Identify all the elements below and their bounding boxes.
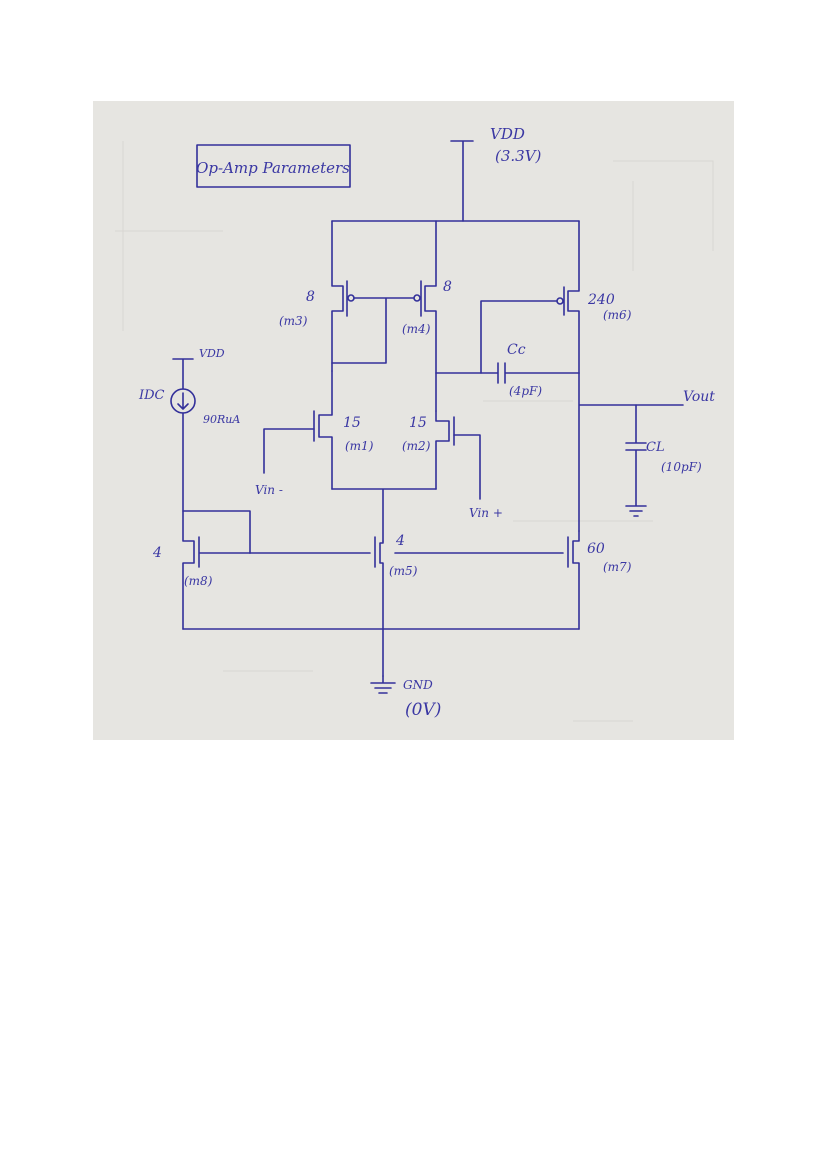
transistor-m7: 60 (m7) [567, 530, 632, 630]
output-node: Vout [578, 372, 715, 532]
m4-name: (m4) [402, 322, 431, 336]
idc-name: IDC [138, 388, 165, 403]
transistor-m3: 8 (m3) [279, 220, 355, 372]
vdd-value: (3.3V) [495, 147, 542, 165]
cl-name: CL [646, 440, 665, 455]
m1-name: (m1) [345, 439, 374, 453]
idc-value: 90RuA [203, 413, 240, 426]
m8-size: 4 [152, 545, 162, 561]
title-box: Op-Amp Parameters [196, 144, 351, 188]
vout-label: Vout [683, 389, 715, 405]
m8-name: (m8) [184, 574, 213, 588]
m3-name: (m3) [279, 314, 308, 328]
m4-size: 8 [443, 279, 452, 295]
capacitor-cc: Cc (4pF) [435, 342, 580, 398]
m7-name: (m7) [603, 560, 632, 574]
m3-size: 8 [306, 289, 315, 305]
page-title: Op-Amp Parameters [196, 159, 350, 177]
vdd-label: VDD [490, 125, 525, 143]
transistor-m2: 15 (m2) Vin + [402, 410, 503, 520]
m7-size: 60 [587, 541, 605, 557]
paper-show-through [115, 141, 714, 722]
transistor-m5: 4 (m5) [374, 533, 418, 677]
m2-size: 15 [409, 415, 427, 431]
vin-pos-label: Vin + [469, 506, 503, 520]
gnd-label: GND [403, 678, 433, 692]
transistor-m8: 4 (m8) [152, 510, 251, 630]
transistor-m1: 15 (m1) Vin - [255, 370, 374, 497]
opamp-schematic: Op-Amp Parameters VDD (3.3V) 8 (m3) 8 (m… [115, 125, 715, 722]
schematic-photo: Op-Amp Parameters VDD (3.3V) 8 (m3) 8 (m… [93, 101, 734, 740]
transistor-m4: 8 (m4) [402, 220, 452, 412]
idc-supply-label: VDD [199, 347, 225, 360]
cc-name: Cc [507, 342, 526, 358]
ground-symbol: GND (0V) [370, 675, 441, 720]
gnd-value: (0V) [405, 700, 441, 720]
current-source-idc: VDD IDC 90RuA [138, 347, 240, 512]
m6-size: 240 [587, 292, 615, 308]
cc-value: (4pF) [509, 384, 542, 398]
m1-size: 15 [343, 415, 361, 431]
mirror-gate-wire [331, 297, 415, 364]
capacitor-cl: CL (10pF) [625, 404, 702, 517]
m5-name: (m5) [389, 564, 418, 578]
m6-name: (m6) [603, 308, 632, 322]
cl-value: (10pF) [661, 460, 702, 474]
m5-size: 4 [395, 533, 405, 549]
vin-neg-label: Vin - [255, 483, 283, 497]
transistor-m6: 240 (m6) [480, 220, 632, 374]
m2-name: (m2) [402, 439, 431, 453]
tail-node-wire [331, 488, 437, 542]
vdd-supply: VDD (3.3V) [450, 125, 542, 222]
